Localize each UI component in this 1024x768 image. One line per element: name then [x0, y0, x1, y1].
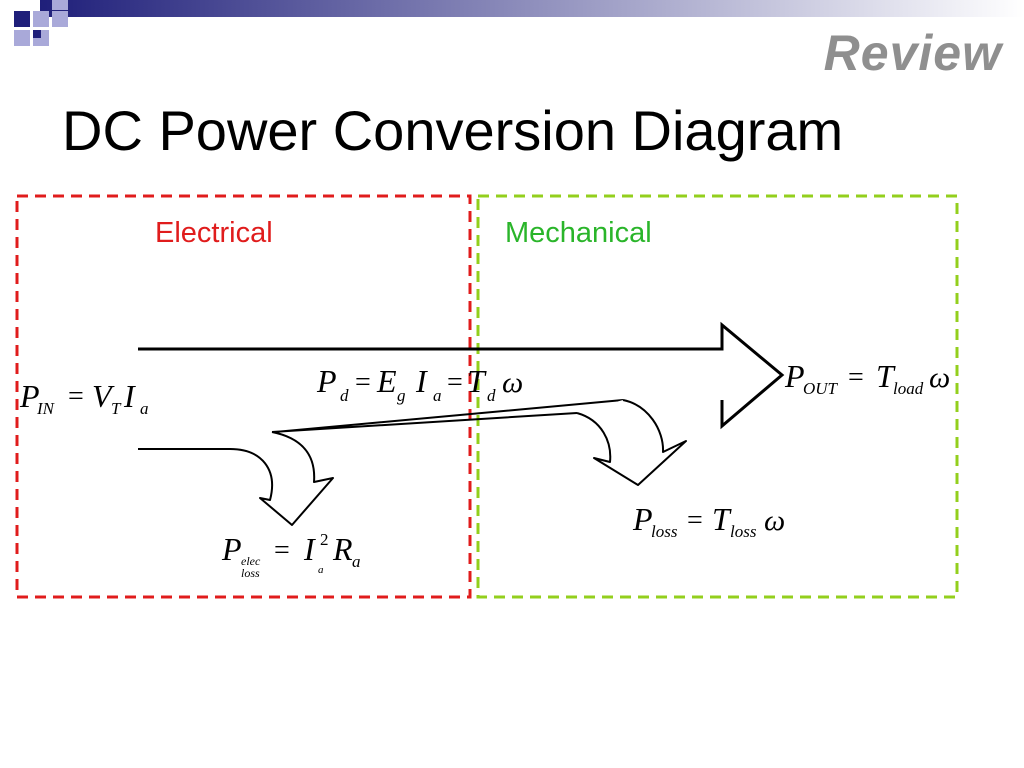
eq-symbol: T [467, 363, 487, 399]
eq-equals: = [274, 535, 290, 566]
lower-power-band [271, 399, 624, 433]
page-title: DC Power Conversion Diagram [62, 99, 844, 162]
deco-square [52, 0, 68, 10]
eq-subscript: a [140, 399, 149, 418]
eq-subscript: elec [241, 554, 261, 568]
equation-p-loss: P loss = T loss ω [632, 501, 785, 541]
eq-symbol: T [712, 501, 732, 537]
electrical-label: Electrical [155, 217, 273, 249]
eq-symbol: I [415, 363, 428, 399]
mechanical-loss-arrow [576, 399, 687, 486]
review-badge: Review [823, 25, 1002, 81]
eq-symbol: V [92, 378, 115, 414]
mechanical-label: Mechanical [505, 217, 652, 249]
electrical-region-box [15, 194, 472, 599]
header-decoration [14, 0, 1024, 46]
eq-equals: = [447, 367, 463, 398]
eq-subscript: a [433, 386, 442, 405]
eq-subscript: g [397, 386, 406, 405]
eq-subscript: IN [36, 399, 56, 418]
eq-subscript: a [318, 564, 324, 576]
eq-symbol: I [303, 531, 316, 567]
equation-p-elec-loss: P elec loss = I 2 a R a [221, 530, 361, 580]
eq-symbol: P [19, 378, 40, 414]
eq-symbol: I [123, 378, 136, 414]
equation-p-out: P OUT = T load ω [784, 358, 950, 398]
eq-equals: = [687, 505, 703, 536]
deco-square [33, 30, 41, 38]
eq-subscript: T [111, 399, 122, 418]
eq-subscript: d [487, 386, 496, 405]
deco-square [52, 11, 68, 27]
equation-p-developed: P d = E g I a = T d ω [316, 363, 523, 405]
gradient-bar [40, 0, 1024, 17]
eq-subscript: loss [651, 522, 678, 541]
deco-square [33, 11, 49, 27]
eq-equals: = [848, 362, 864, 393]
mechanical-region-box [476, 194, 959, 599]
eq-subscript: loss [241, 566, 260, 580]
deco-square [14, 30, 30, 46]
eq-equals: = [355, 367, 371, 398]
eq-symbol: P [316, 363, 337, 399]
eq-subscript: d [340, 386, 349, 405]
eq-symbol: P [632, 501, 653, 537]
eq-subscript: OUT [803, 379, 839, 398]
eq-symbol: T [876, 358, 896, 394]
eq-subscript: loss [730, 522, 757, 541]
eq-symbol: R [332, 531, 353, 567]
equation-p-in: P IN = V T I a [19, 378, 149, 418]
eq-subscript: load [893, 379, 924, 398]
eq-symbol: ω [929, 361, 950, 394]
electrical-loss-arrow [229, 431, 334, 526]
eq-symbol: P [221, 531, 242, 567]
eq-symbol: P [784, 358, 805, 394]
eq-subscript: a [352, 552, 361, 571]
eq-equals: = [68, 381, 84, 412]
eq-symbol: ω [502, 366, 523, 399]
eq-superscript: 2 [320, 530, 329, 549]
main-power-arrow [138, 321, 785, 430]
eq-symbol: E [376, 363, 397, 399]
deco-square [14, 11, 30, 27]
eq-symbol: ω [764, 504, 785, 537]
